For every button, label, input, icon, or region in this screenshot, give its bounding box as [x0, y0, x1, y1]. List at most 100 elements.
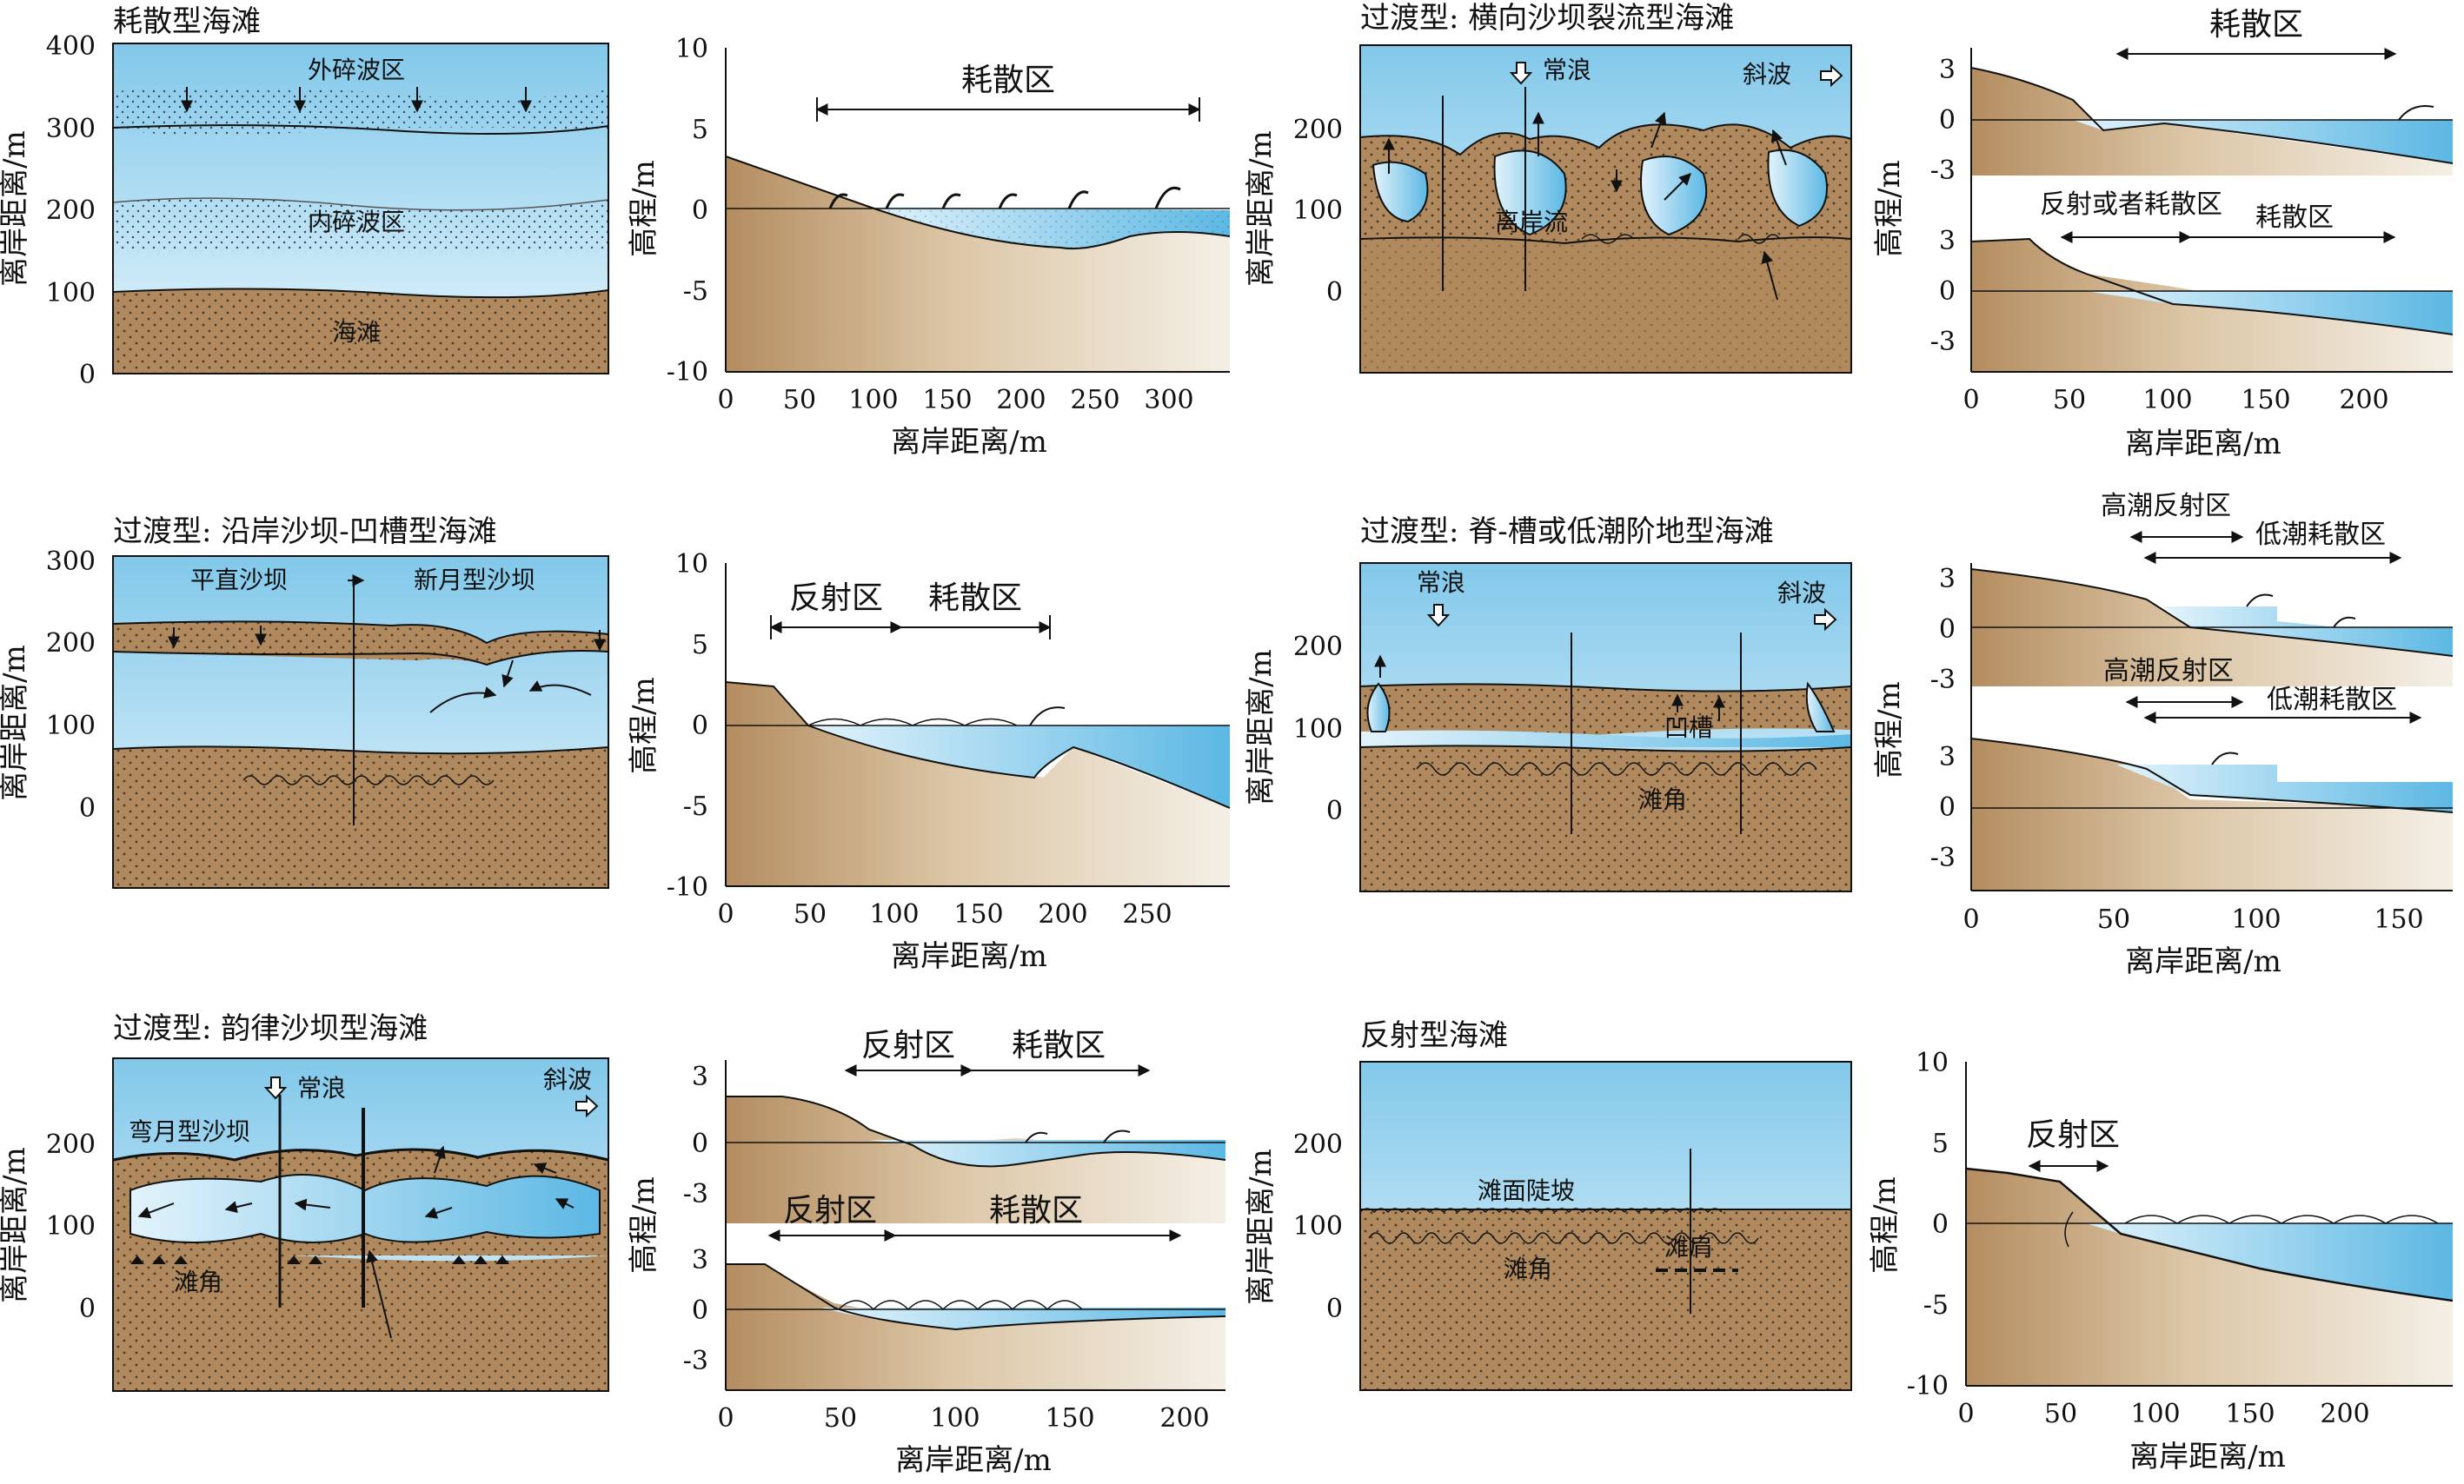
y-tick: 200: [46, 195, 96, 226]
x-tick: 150: [2225, 1399, 2275, 1429]
x-tick: 0: [1963, 904, 1979, 935]
x-axis-label: 离岸距离/m: [895, 1443, 1052, 1478]
x-tick: 200: [2320, 1399, 2369, 1429]
x-tick: 50: [824, 1403, 857, 1434]
y-axis-label: 离岸距离/m: [0, 1147, 32, 1303]
x-tick: 100: [848, 385, 898, 415]
x-tick: 50: [2097, 904, 2130, 935]
y-tick: 3: [692, 1245, 708, 1275]
normal-wave-label: 常浪: [1417, 568, 1465, 597]
x-tick: 50: [2044, 1399, 2077, 1429]
y-axis-label: 高程/m: [1872, 681, 1907, 778]
y-axis-label: 高程/m: [627, 160, 661, 257]
y-tick: 5: [692, 630, 708, 660]
x-tick: 0: [717, 385, 734, 415]
y-tick: 100: [46, 278, 96, 308]
panel-reflective-profile: 反射区 10 5 0 -5 -10 0 50 100 150 200 离岸距离/…: [1868, 1048, 2454, 1474]
x-tick: 50: [794, 899, 827, 930]
reflective-zone-label: 反射区: [2026, 1117, 2120, 1153]
y-tick: 10: [675, 549, 708, 580]
y-tick: 3: [1939, 742, 1956, 772]
x-axis-label: 离岸距离/m: [2129, 1440, 2286, 1474]
panel-rhythmic-bar-plan: 过渡型: 韵律沙坝型海滩 常浪 斜波 弯月型沙坝 滩角 200 100 0 离岸…: [0, 1011, 609, 1392]
panel-title: 反射型海滩: [1360, 1018, 1508, 1053]
y-tick: 3: [1939, 55, 1956, 85]
y-tick: 100: [1293, 1211, 1343, 1242]
y-tick: 3: [1939, 226, 1956, 256]
x-tick: 100: [869, 899, 919, 930]
y-tick: 100: [1293, 195, 1343, 226]
y-axis-label: 高程/m: [1872, 160, 1907, 257]
y-tick: 0: [1326, 1294, 1343, 1324]
panel-title: 耗散型海滩: [113, 4, 261, 39]
x-axis-label: 离岸距离/m: [891, 425, 1047, 460]
y-tick: -3: [1930, 156, 1956, 186]
y-axis-label: 离岸距离/m: [0, 645, 32, 801]
x-tick: 50: [2053, 385, 2086, 415]
x-tick: 200: [1038, 899, 1087, 930]
y-tick: 0: [1326, 277, 1343, 308]
y-tick: 100: [1293, 714, 1343, 745]
y-tick: -3: [1930, 327, 1956, 357]
y-tick: 400: [46, 31, 96, 62]
y-tick: 0: [692, 1295, 708, 1326]
y-axis-label: 离岸距离/m: [0, 130, 32, 287]
y-tick: 200: [1293, 632, 1343, 662]
y-tick: -3: [1930, 843, 1956, 873]
y-axis-label: 高程/m: [1868, 1176, 1903, 1274]
straight-bar-label: 平直沙坝: [190, 566, 288, 594]
panel-title: 过渡型: 沿岸沙坝-凹槽型海滩: [113, 514, 497, 549]
panel-ridge-runnel-profiles: 高潮反射区 低潮耗散区 高潮反射区 低潮耗散区 3 0 -3 3 0 -3 0 …: [1872, 491, 2454, 979]
x-tick: 0: [717, 899, 734, 930]
x-tick: 0: [1957, 1399, 1974, 1429]
x-tick: 300: [1144, 385, 1193, 415]
x-tick: 100: [930, 1403, 980, 1434]
inner-surf-zone-label: 内碎波区: [308, 208, 405, 236]
reflective-zone-label-b: 反射区: [783, 1193, 877, 1229]
y-tick: 0: [692, 195, 708, 226]
panel-title: 过渡型: 脊-槽或低潮阶地型海滩: [1360, 514, 1774, 549]
y-tick: 300: [46, 114, 96, 144]
reflective-or-dissipative-label: 反射或者耗散区: [2040, 189, 2222, 220]
x-tick: 0: [717, 1403, 734, 1434]
panel-transverse-bar-rip-plan: 过渡型: 横向沙坝裂流型海滩 常浪 斜波 离岸流 200 100 0 离岸距离/…: [1244, 1, 1852, 374]
normal-wave-label: 常浪: [297, 1074, 346, 1103]
dissipative-zone-label: 耗散区: [961, 63, 1055, 98]
y-tick: -5: [683, 792, 708, 822]
y-tick: 0: [692, 711, 708, 741]
y-tick: 0: [1932, 1209, 1949, 1240]
y-tick: 0: [1939, 276, 1956, 307]
x-tick: 150: [1045, 1403, 1094, 1434]
x-tick: 200: [996, 385, 1046, 415]
reflective-zone-label: 反射区: [789, 580, 883, 616]
panel-dissipative-plan: 耗散型海滩 外碎波区 内碎波区 海滩 400 300 200 100 0 离岸距…: [0, 4, 609, 390]
x-tick: 150: [2241, 385, 2290, 415]
y-tick: -3: [683, 1346, 708, 1376]
y-tick: 3: [692, 1062, 708, 1092]
y-tick: -3: [683, 1179, 708, 1209]
y-tick: 10: [1916, 1048, 1949, 1078]
x-tick: 100: [2130, 1399, 2180, 1429]
panel-longshore-bar-trough-plan: 过渡型: 沿岸沙坝-凹槽型海滩 平直沙坝 新月型沙坝 300 200 100 0…: [0, 514, 609, 889]
outer-surf-zone-label: 外碎波区: [308, 56, 405, 84]
high-tide-reflective-label: 高潮反射区: [2101, 491, 2231, 521]
x-tick: 200: [2339, 385, 2388, 415]
y-tick: 0: [1939, 105, 1956, 136]
panel-rhythmic-bar-profiles: 反射区 耗散区 反射区 耗散区 3 0 -3 3 0 -3 0 50 100 1…: [627, 1028, 1226, 1478]
y-tick: 5: [1932, 1129, 1949, 1159]
panel-title: 过渡型: 韵律沙坝型海滩: [113, 1011, 428, 1046]
trough-label: 凹槽: [1664, 713, 1713, 742]
low-tide-dissipative-label-b: 低潮耗散区: [2267, 685, 2397, 715]
x-tick: 150: [953, 899, 1003, 930]
y-tick: -3: [1930, 665, 1956, 695]
oblique-wave-label: 斜波: [1777, 579, 1826, 607]
y-tick: 10: [675, 34, 708, 64]
y-tick: 0: [1939, 792, 1956, 823]
beach-label: 海滩: [332, 318, 381, 347]
x-tick: 150: [2374, 904, 2423, 935]
y-tick: 0: [1939, 614, 1956, 645]
x-tick: 150: [922, 385, 972, 415]
oblique-wave-label: 斜波: [543, 1065, 592, 1094]
y-tick: 5: [692, 115, 708, 145]
